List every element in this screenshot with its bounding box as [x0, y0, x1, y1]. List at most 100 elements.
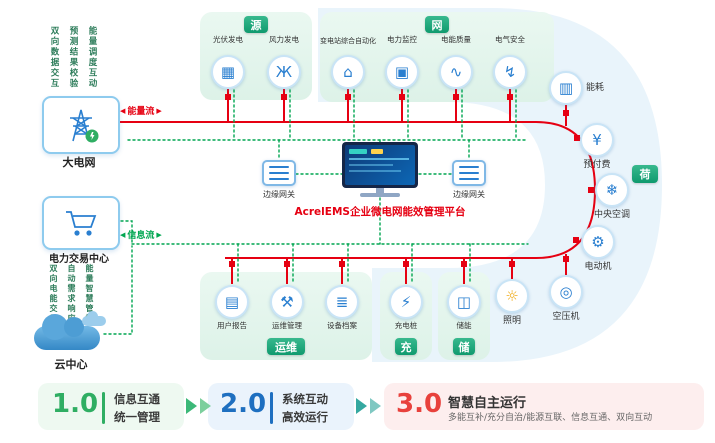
motor-icon: ⚙	[581, 225, 615, 259]
left-arrow-icon: ◀	[120, 106, 126, 115]
icon-glyph: Ж	[275, 63, 293, 81]
user-report-label: 用户报告	[217, 321, 247, 330]
power-trading-label: 电力交易中心	[49, 254, 109, 265]
cloud-center-icon	[34, 311, 108, 354]
info-flow-text: 信息流	[127, 231, 155, 241]
edge-gateway-label: 边缘网关	[263, 190, 295, 199]
icon-glyph: ▤	[224, 293, 240, 311]
grid-group-pill: 网	[425, 16, 449, 33]
energy-storage-icon: ◫	[447, 285, 481, 319]
om-management-label: 运维管理	[272, 321, 302, 330]
edge-gateway-icon	[452, 160, 486, 186]
icon-glyph: ⚙	[591, 233, 605, 251]
cloud-center-label: 云中心	[54, 358, 88, 371]
chevron-right-icon	[356, 398, 381, 414]
energy-consumption-label: 能耗	[586, 83, 605, 93]
power-monitoring-label: 电力监控	[387, 35, 417, 44]
cloud-shape	[34, 314, 100, 350]
om-management-icon: ⚒	[270, 285, 304, 319]
icon-glyph: ▥	[558, 79, 574, 97]
lighting-icon: ☼	[495, 279, 529, 313]
pv-label: 光伏发电	[213, 35, 243, 44]
legend-2-lines: 系统互动 高效运行	[282, 390, 328, 427]
icon-glyph: ↯	[503, 63, 517, 81]
icon-glyph: ▣	[394, 63, 410, 81]
note-text: 双向数据交互	[49, 26, 59, 89]
icon-glyph: ⚒	[280, 293, 294, 311]
right-arrow-icon: ▶	[156, 106, 162, 115]
cloud-shape-small	[82, 311, 106, 326]
icon-glyph: ▦	[220, 63, 236, 81]
prepaid-label: 预付费	[583, 160, 611, 170]
energy-flow-label: ◀ 能量流 ▶	[120, 104, 162, 118]
substation-automation-icon: ⌂	[331, 55, 365, 89]
source-group-pill: 源	[244, 16, 268, 33]
note-text: 能量调度互动	[87, 26, 97, 89]
central-ac-label: 中央空调	[593, 210, 630, 220]
charging-pile-label: 充电桩	[394, 321, 418, 330]
motor-label: 电动机	[584, 262, 612, 272]
icon-glyph: ⚡	[400, 293, 412, 311]
power-quality-label: 电能质量	[441, 35, 471, 44]
legend-3-version: 3.0	[396, 389, 443, 419]
storage-group-pill: 储	[453, 338, 475, 355]
central-monitor	[342, 142, 418, 200]
note-text: 能量智慧管控	[85, 264, 94, 324]
legend-line: 统一管理	[114, 410, 160, 425]
right-arrow-icon: ▶	[156, 230, 162, 239]
edge-gateway-icon	[262, 160, 296, 186]
legend-2-bg	[208, 383, 354, 430]
legend-2-divider	[270, 392, 273, 424]
substation-label: 变电站综合自动化	[320, 37, 376, 45]
charge-group-pill: 充	[395, 338, 417, 355]
pv-generation-icon: ▦	[211, 55, 245, 89]
legend-2-version: 2.0	[220, 389, 267, 419]
wind-turbine-icon: Ж	[267, 55, 301, 89]
om-group-pill: 运维	[267, 338, 305, 355]
electrical-safety-icon: ↯	[493, 55, 527, 89]
lighting-label: 照明	[502, 316, 521, 326]
note-text: 预测结果校验	[68, 26, 78, 89]
shopping-cart-icon	[66, 211, 97, 236]
legend-1-bg	[38, 383, 184, 430]
legend-3-desc: 多能互补/充分自治/能源互联、信息互通、双向互动	[448, 413, 653, 423]
air-compressor-label: 空压机	[552, 312, 580, 322]
legend-1-version: 1.0	[52, 389, 99, 419]
chevron-right-icon	[186, 398, 211, 414]
legend-1-divider	[102, 392, 105, 424]
charging-pile-icon: ⚡	[389, 285, 423, 319]
equipment-archive-icon: ≣	[325, 285, 359, 319]
power-quality-icon: ∿	[439, 55, 473, 89]
edge-gateway-label: 边缘网关	[453, 190, 485, 199]
central-ac-icon: ❄	[595, 173, 629, 207]
bottom-interaction-notes: 双向电能交易 自动需求响应 能量智慧管控	[48, 264, 95, 324]
main-grid-label: 大电网	[62, 156, 96, 169]
note-text: 双向电能交易	[49, 264, 58, 324]
air-compressor-icon: ◎	[549, 275, 583, 309]
icon-glyph: ◎	[559, 283, 573, 301]
left-arrow-icon: ◀	[120, 230, 126, 239]
platform-title: AcrelEMS企业微电网能效管理平台	[294, 206, 466, 218]
energy-storage-label: 储能	[456, 321, 472, 330]
icon-glyph: ☼	[505, 287, 519, 305]
icon-glyph: ∿	[449, 63, 463, 81]
power-monitoring-icon: ▣	[385, 55, 419, 89]
legend-3-bg	[384, 383, 704, 430]
energy-consumption-icon: ▥	[549, 71, 583, 105]
icon-glyph: ❄	[605, 181, 619, 199]
legend-1-lines: 信息互通 统一管理	[114, 390, 160, 427]
note-text: 自动需求响应	[67, 264, 76, 324]
energy-flow-text: 能量流	[127, 107, 155, 117]
transmission-tower-icon	[70, 109, 99, 143]
user-report-icon: ▤	[215, 285, 249, 319]
electrical-safety-label: 电气安全	[495, 35, 525, 44]
icon-glyph: ≣	[335, 293, 349, 311]
equipment-archive-label: 设备档案	[327, 321, 357, 330]
info-flow-label: ◀ 信息流 ▶	[120, 228, 162, 242]
legend-line: 信息互通	[114, 392, 160, 406]
monitor-frame	[342, 142, 418, 188]
prepaid-icon: ¥	[580, 123, 614, 157]
load-group-pill: 荷	[632, 165, 658, 183]
legend-line: 系统互动	[282, 392, 328, 406]
